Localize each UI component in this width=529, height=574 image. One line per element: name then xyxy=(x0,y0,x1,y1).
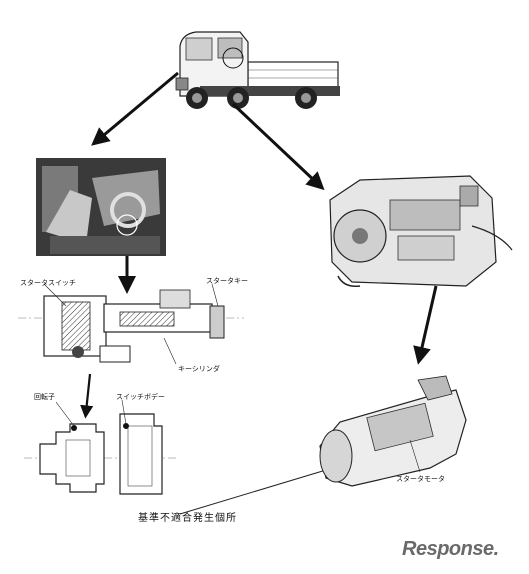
label-starter-key: スタータキー xyxy=(206,277,248,285)
label-key-cylinder: キーシリンダ xyxy=(178,365,220,373)
label-switch-body: スイッチボデー xyxy=(116,393,165,401)
cab-interior-photo xyxy=(36,158,166,256)
arrow-truck-to-engine xyxy=(231,102,325,191)
label-rotor: 回転子 xyxy=(34,393,55,401)
label-starter-switch: スタータスイッチ xyxy=(20,279,76,287)
arrow-engine-to-starter xyxy=(413,285,438,365)
truck-illustration xyxy=(175,31,340,109)
arrow-switch-to-rotor xyxy=(80,373,94,419)
engine-illustration xyxy=(329,175,513,288)
starter-motor-illustration xyxy=(319,375,467,487)
arrow-truck-to-cab xyxy=(91,71,179,146)
response-logo: Response. xyxy=(402,538,499,560)
starter-switch-section xyxy=(18,283,244,365)
label-defect-location: 基準不適合発生個所 xyxy=(138,513,237,524)
rotor-and-switch-body-detail xyxy=(24,399,329,515)
label-starter-motor: スタータモータ xyxy=(396,475,445,483)
